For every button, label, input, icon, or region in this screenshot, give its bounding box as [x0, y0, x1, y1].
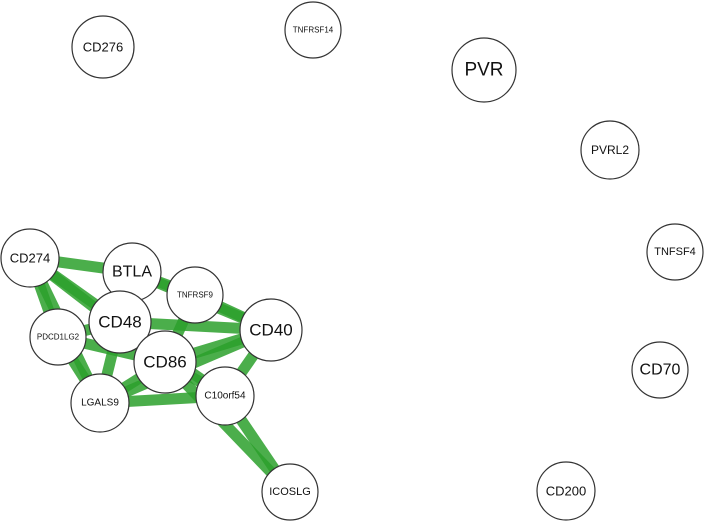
node-label: CD86	[143, 353, 186, 372]
node-circle	[631, 341, 689, 399]
node-circle	[29, 308, 87, 366]
node-label: CD70	[640, 362, 681, 379]
node-cd274[interactable]: CD274	[0, 228, 60, 288]
node-icoslg[interactable]: ICOSLG	[261, 463, 319, 521]
node-label: PVRL2	[591, 143, 629, 157]
node-label: TNFSF4	[654, 246, 696, 258]
node-tnfrsf14[interactable]: TNFRSF14	[284, 1, 342, 59]
node-pvrl2[interactable]: PVRL2	[580, 120, 640, 180]
node-circle	[166, 266, 224, 324]
node-btla[interactable]: BTLA	[102, 242, 162, 302]
node-label: ICOSLG	[269, 486, 311, 498]
node-tnfrsf9[interactable]: TNFRSF9	[166, 266, 224, 324]
node-pdcd1lg2[interactable]: PDCD1LG2	[29, 308, 87, 366]
node-cd40[interactable]: CD40	[239, 298, 303, 362]
node-circle	[580, 120, 640, 180]
node-c10orf54[interactable]: C10orf54	[195, 366, 255, 426]
node-circle	[536, 461, 596, 521]
node-cd70[interactable]: CD70	[631, 341, 689, 399]
node-cd48[interactable]: CD48	[88, 290, 152, 354]
node-cd276[interactable]: CD276	[71, 15, 135, 79]
node-label: PDCD1LG2	[37, 333, 80, 342]
node-circle	[0, 228, 60, 288]
node-lgals9[interactable]: LGALS9	[70, 373, 130, 433]
node-circle	[70, 373, 130, 433]
node-cd200[interactable]: CD200	[536, 461, 596, 521]
node-label: CD274	[10, 251, 50, 266]
node-label: CD200	[546, 484, 586, 499]
node-label: TNFRSF14	[293, 26, 334, 35]
node-circle	[71, 15, 135, 79]
node-circle	[88, 290, 152, 354]
node-label: CD276	[83, 40, 123, 55]
node-label: CD40	[249, 321, 292, 340]
node-label: PVR	[464, 60, 503, 81]
node-label: C10orf54	[204, 391, 246, 402]
node-pvr[interactable]: PVR	[451, 37, 517, 103]
node-circle	[284, 1, 342, 59]
node-label: LGALS9	[81, 398, 119, 409]
node-cd86[interactable]: CD86	[133, 330, 197, 394]
node-circle	[133, 330, 197, 394]
node-circle	[195, 366, 255, 426]
node-label: BTLA	[112, 264, 152, 281]
node-circle	[239, 298, 303, 362]
node-label: CD48	[98, 313, 141, 332]
node-label: TNFRSF9	[177, 291, 214, 300]
node-circle	[261, 463, 319, 521]
node-circle	[451, 37, 517, 103]
node-tnfsf4[interactable]: TNFSF4	[646, 223, 704, 281]
node-circle	[646, 223, 704, 281]
